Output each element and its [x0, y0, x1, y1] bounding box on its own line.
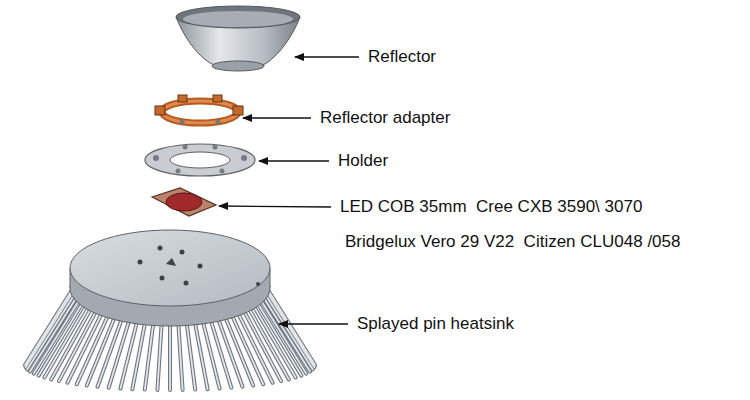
holder: [145, 144, 255, 176]
leader-arrow: [259, 160, 329, 161]
heatsink-disk: [70, 230, 270, 326]
part-label: Reflector: [368, 47, 436, 67]
part-label: Splayed pin heatsink: [357, 314, 514, 334]
leader-arrow: [279, 323, 348, 324]
leader-arrow: [219, 206, 331, 207]
part-label: LED COB 35mm Cree CXB 3590\ 3070: [340, 197, 642, 217]
leader-arrow: [295, 56, 359, 57]
part-label: Bridgelux Vero 29 V22 Citizen CLU048 /05…: [345, 232, 680, 252]
part-label: Holder: [338, 151, 388, 171]
leader-arrow: [243, 117, 311, 118]
part-label: Reflector adapter: [320, 108, 450, 128]
reflector-adapter: [155, 95, 243, 125]
led-cob: [152, 188, 216, 216]
reflector: [176, 6, 300, 71]
leader-arrows: [219, 57, 359, 324]
